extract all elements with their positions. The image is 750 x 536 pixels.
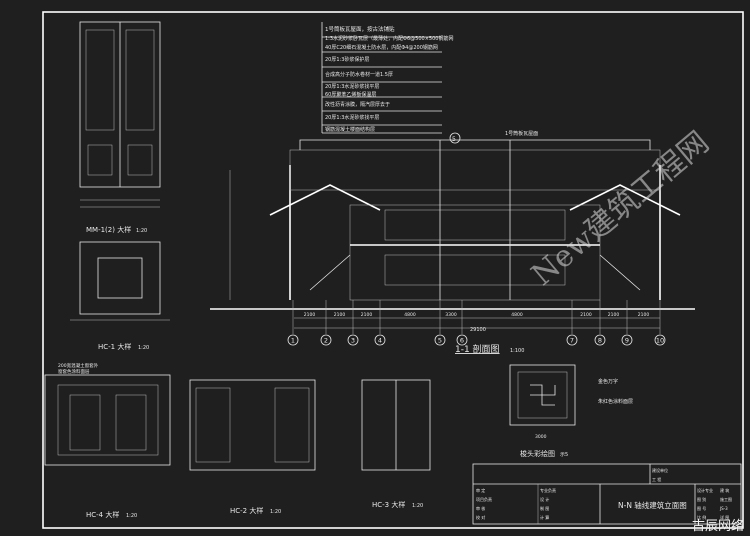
label: 制 图: [540, 505, 549, 511]
paint-detail: 金色万字 朱红色涂料面层 3000 梭头彩绘图 示5: [509, 364, 633, 458]
drawing-border: [42, 11, 744, 529]
axis-bubble: [347, 334, 359, 346]
axis-label: 9: [625, 337, 629, 345]
axis-bubble: [654, 334, 666, 346]
section-scale: 1:100: [510, 348, 524, 354]
label: 朱红色涂料面层: [598, 398, 633, 405]
window-detail-hc1: HC-1 大样 1:20: [70, 241, 170, 351]
note: 20厚1:3水泥砂浆找平层: [325, 83, 379, 90]
drawing-title: N-N 轴线建筑立面图: [618, 500, 687, 510]
dimension-line: 2100 2100 2100 4800 3300 4800 2100 2100 2100: [294, 312, 660, 329]
note: 窗套色涂料面层: [58, 368, 90, 375]
dimension-value: 4800: [404, 312, 416, 318]
label: 设计专业: [697, 487, 713, 493]
note: 20厚1:3砂浆保护层: [325, 56, 369, 63]
detail-scale: 1:20: [138, 345, 149, 351]
dimension-value: 2100: [608, 312, 620, 318]
site-stamp: 古辰网络: [691, 519, 744, 534]
note: 200宽混凝土窗套外: [58, 362, 99, 369]
axis-label: 5: [438, 337, 442, 345]
label: 图 别: [697, 496, 706, 502]
label: 校 对: [476, 514, 485, 520]
label: 审 定: [476, 487, 485, 493]
roof-label: 1号筒板瓦屋面: [505, 130, 538, 137]
label: 专业负责: [540, 487, 556, 493]
dimension-value: 4800: [511, 312, 523, 318]
roof-notes-table: 1号筒板瓦屋面，按古法铺贴 1:3水泥砂浆卧瓦层（最薄处，内配Φ6@500×50…: [321, 22, 453, 134]
axis-label: 2: [324, 337, 328, 345]
door-detail: MM-1(2) 大样 1:20: [79, 21, 161, 234]
note: 60厚聚苯乙烯板保温层: [325, 91, 376, 98]
detail-scale: 1:20: [126, 513, 137, 519]
dimension-value: 3300: [445, 312, 457, 318]
detail-scale: 1:20: [136, 228, 147, 234]
value: 建 筑: [720, 487, 729, 493]
value: 施工图: [720, 496, 732, 502]
note: 改性沥青涂膜，隔汽层厚去于: [325, 101, 390, 108]
value: 详 图: [720, 514, 729, 520]
detail-title: HC-4 大样: [86, 510, 119, 519]
dimension-value: 2100: [334, 312, 346, 318]
axis-label: 4: [378, 337, 382, 345]
label: 建设单位: [652, 467, 668, 473]
dimension: 3000: [535, 434, 547, 440]
axis-bubble: [594, 334, 606, 346]
label: 审 核: [476, 505, 485, 511]
axis-label: 1: [291, 337, 295, 345]
detail-title: HC-2 大样: [230, 506, 263, 515]
axis-label: 8: [598, 337, 602, 345]
detail-scale: 1:20: [412, 503, 423, 509]
dimension-value: 2100: [638, 312, 650, 318]
title-block: 建设单位 工 程 审 定 项目负责 审 核 校 对 专业负责 设 计 制 图 计…: [472, 463, 742, 525]
label: 图 号: [697, 505, 706, 511]
axis-label: 10: [656, 337, 664, 345]
axis-bubble: [320, 334, 332, 346]
note: 合成高分子防水卷材一道1.5厚: [325, 71, 393, 78]
axis-label: 7: [570, 337, 574, 345]
note: 1号筒板瓦屋面，按古法铺贴: [325, 25, 395, 33]
axis-bubble: [434, 334, 446, 346]
axis-label: 6: [460, 337, 464, 345]
note: 40厚C20细石混凝土防水层，内配Φ4@200钢筋网: [325, 44, 438, 51]
detail-title: HC-1 大样: [98, 342, 131, 351]
axis-bubble: [456, 334, 468, 346]
label: 金色万字: [598, 378, 618, 385]
label: 设 计: [540, 496, 549, 502]
dimension-value: 2100: [361, 312, 373, 318]
window-detail-hc4: 200宽混凝土窗套外 窗套色涂料面层 HC-4 大样 1:20: [44, 362, 171, 519]
window-detail-hc2: HC-2 大样 1:20: [189, 379, 316, 515]
axis-grid: 1 2 3 4 5 6 7 8 9 10: [287, 300, 666, 346]
note: 20厚1:3水泥砂浆找平层: [325, 114, 379, 121]
label: 比 例: [697, 514, 706, 520]
window-detail-hc3: HC-3 大样 1:20: [361, 379, 431, 509]
detail-title: 梭头彩绘图: [520, 449, 555, 458]
label: 项目负责: [476, 496, 492, 502]
detail-title: MM-1(2) 大样: [86, 225, 131, 234]
axis-bubble: [374, 334, 386, 346]
total-dimension: 29100: [470, 327, 486, 333]
detail-scale: 示5: [560, 452, 568, 458]
value: JS-3: [719, 506, 728, 511]
section-drawing: 1号筒板瓦屋面 5: [210, 130, 695, 310]
axis-label: 3: [351, 337, 355, 345]
note: 钢筋混凝土楼面结构层: [325, 126, 375, 133]
dimension-value: 2100: [580, 312, 592, 318]
callout-number: 5: [452, 136, 456, 143]
dimension-value: 2100: [304, 312, 316, 318]
note: 1:3水泥砂浆卧瓦层（最薄处，内配Φ6@500×500钢筋网: [325, 35, 453, 42]
detail-scale: 1:20: [270, 509, 281, 515]
detail-title: HC-3 大样: [372, 500, 405, 509]
axis-bubble: [621, 334, 633, 346]
axis-bubble: [566, 334, 578, 346]
label: 计 算: [540, 514, 549, 520]
axis-bubble: [287, 334, 299, 346]
label: 工 程: [652, 476, 661, 482]
section-title: 1-1 剖面图: [455, 343, 500, 355]
